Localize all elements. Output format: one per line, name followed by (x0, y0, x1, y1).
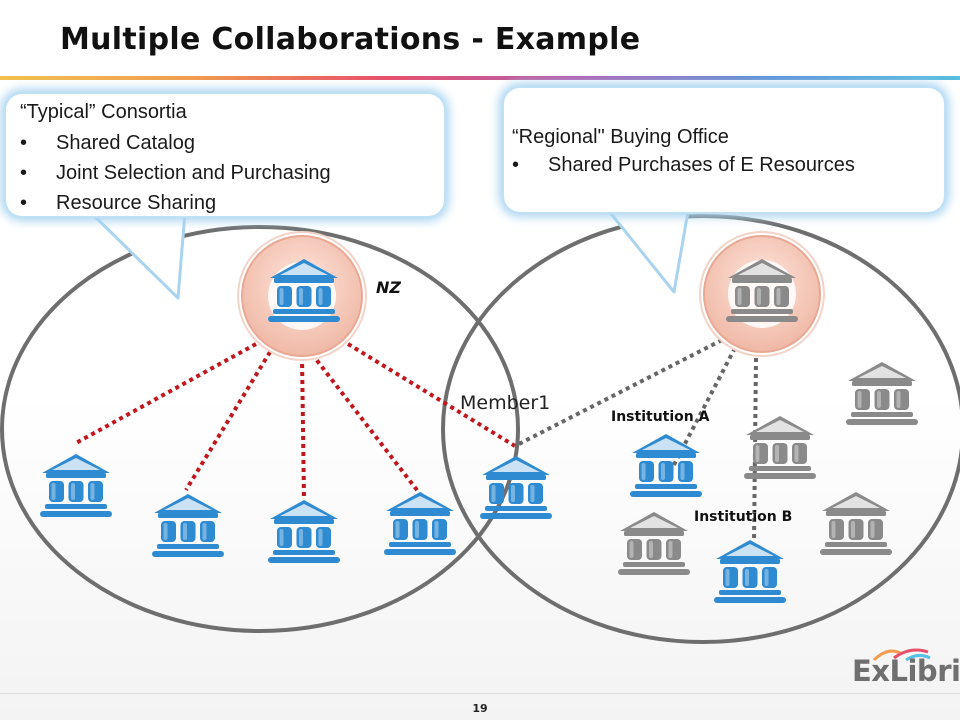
nz-hub (237, 231, 367, 361)
office-link (514, 338, 723, 448)
member1-label: Member1 (460, 392, 551, 414)
page-number: 19 (472, 702, 488, 715)
library-building-icon (384, 492, 456, 555)
library-building-icon (846, 362, 918, 425)
list-item: •Shared Catalog (20, 132, 195, 154)
library-building-icon (618, 512, 690, 575)
callout-list: •Shared Purchases of E Resources (504, 150, 944, 180)
library-building-icon (152, 494, 224, 557)
slide-title: Multiple Collaborations - Example (60, 22, 641, 57)
institution-b-label: Institution B (694, 509, 793, 525)
nz-link (300, 355, 306, 501)
title-divider (0, 76, 960, 80)
institution-a-label: Institution A (611, 409, 710, 425)
footer-divider (0, 693, 960, 694)
list-item: •Shared Purchases of E Resources (512, 154, 855, 176)
nz-link (75, 342, 257, 445)
buying-office-callout: “Regional" Buying Office •Shared Purchas… (504, 88, 944, 212)
nz-link (184, 350, 272, 492)
exlibris-logo: ExLibris (852, 654, 960, 688)
office-link (752, 357, 758, 543)
nz-label: NZ (376, 278, 401, 297)
library-building-icon (40, 454, 112, 517)
right-callout-tail (598, 198, 692, 294)
library-building-icon (820, 492, 892, 555)
library-building-icon (714, 540, 786, 603)
library-building-icon (630, 434, 702, 497)
library-building-icon (268, 500, 340, 563)
regional-hub (699, 231, 825, 357)
callout-heading: “Typical” Consortia (20, 101, 187, 123)
consortium-ellipse (0, 225, 520, 633)
library-building-icon (480, 456, 552, 519)
nz-link (346, 342, 517, 448)
callout-heading: “Regional" Buying Office (512, 126, 729, 148)
list-item: •Joint Selection and Purchasing (20, 162, 331, 184)
list-item: •Resource Sharing (20, 192, 217, 214)
consortia-callout: “Typical” Consortia •Shared Catalog •Joi… (6, 94, 444, 216)
buying-office-ellipse (441, 214, 960, 644)
callout-list: •Shared Catalog •Joint Selection and Pur… (6, 128, 444, 218)
nz-link (310, 352, 422, 496)
office-link (664, 347, 737, 481)
exlibris-logo-mark (872, 648, 931, 662)
